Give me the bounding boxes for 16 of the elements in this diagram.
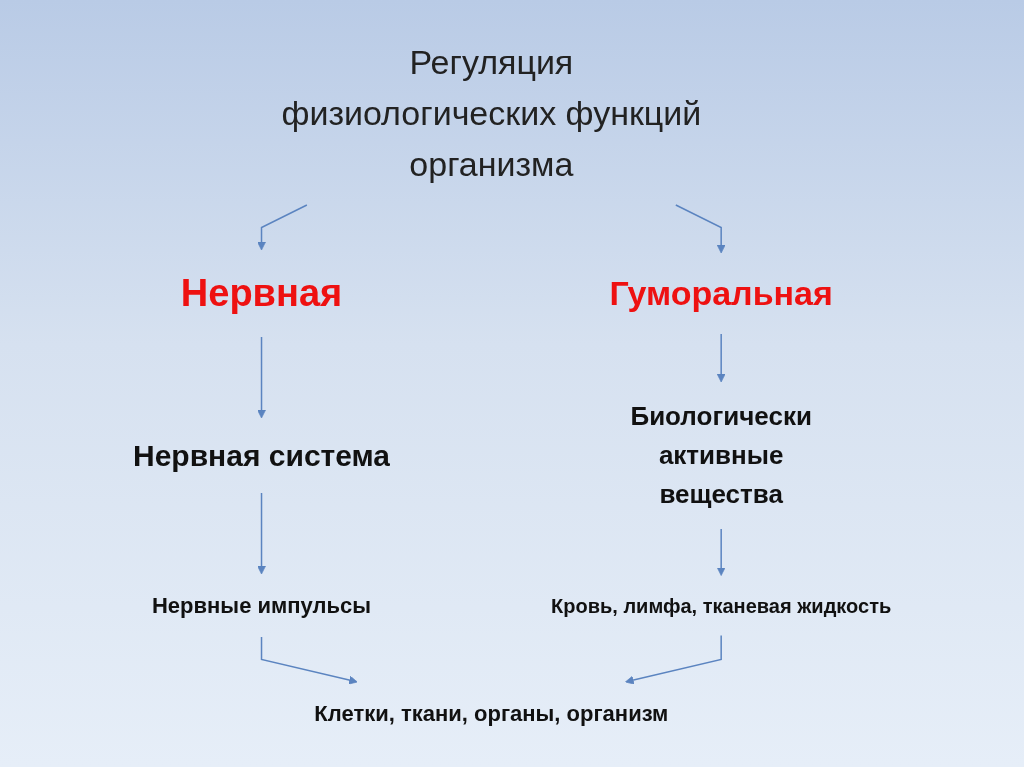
arrow (716, 333, 726, 383)
node-text: Регуляция физиологических функций организма (281, 43, 702, 183)
arrow (674, 204, 726, 254)
arrow (257, 492, 266, 575)
arrow (257, 336, 266, 419)
node-text: Нервная (180, 272, 343, 314)
node-text: Кровь, лимфа, тканевая жидкость (550, 594, 892, 617)
arrow (257, 204, 308, 251)
arrow (260, 636, 358, 685)
node-text: Биологически активные вещества (630, 401, 812, 509)
node-text: Нервная система (132, 439, 390, 472)
node-text: Клетки, ткани, органы, организм (314, 701, 669, 726)
node-text: Нервные импульсы (151, 593, 371, 618)
node-text: Гуморальная (609, 274, 833, 312)
arrow (624, 634, 722, 685)
arrow (716, 528, 726, 576)
